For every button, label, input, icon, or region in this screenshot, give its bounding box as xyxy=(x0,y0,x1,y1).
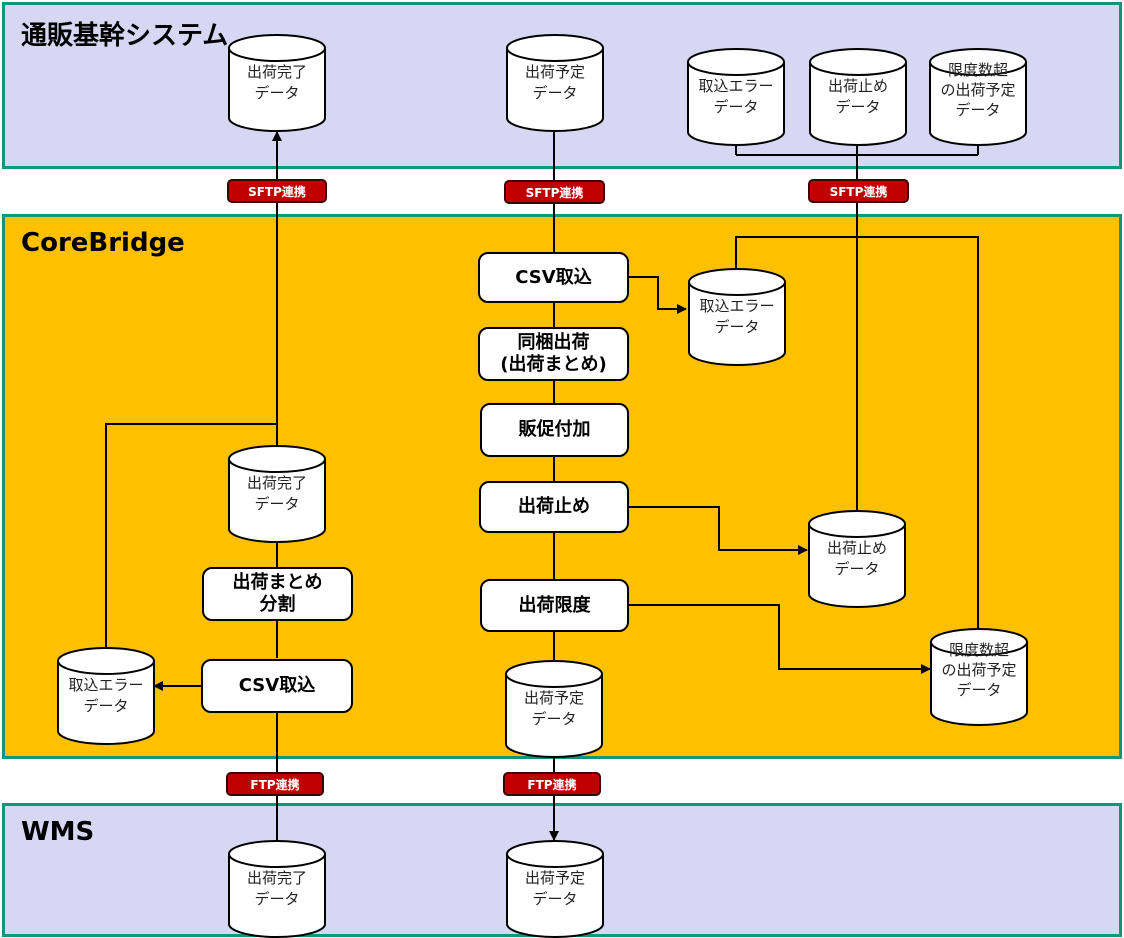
db-wms-planned: 出荷予定 データ xyxy=(506,840,604,938)
line-limit-to-over-limit-db xyxy=(628,604,931,674)
cylinder-shape xyxy=(506,840,604,938)
db-cb-shipped: 出荷完了 データ xyxy=(228,445,326,543)
process-csv-import-left: CSV取込 xyxy=(201,659,353,713)
db-label: 出荷完了 データ xyxy=(246,474,307,513)
db-cb-planned: 出荷予定 データ xyxy=(505,660,603,758)
cylinder-shape xyxy=(228,34,326,132)
process-bundle-shipping: 同梱出荷 (出荷まとめ) xyxy=(478,327,629,381)
db-label: 出荷予定 データ xyxy=(524,63,585,102)
line-left-error-to-top xyxy=(105,423,277,648)
line-stop-to-stop-db xyxy=(628,506,808,555)
db-top-shipped: 出荷完了 データ xyxy=(228,34,326,132)
system-section-title: 通販基幹システム xyxy=(21,21,229,51)
db-label: 出荷予定 データ xyxy=(524,869,585,908)
line-csv-to-right-error xyxy=(628,276,687,314)
badge-sftp-left: SFTP連携 xyxy=(227,179,327,203)
cylinder-shape xyxy=(808,510,906,608)
wms-section-title: WMS xyxy=(21,817,95,847)
process-stop-shipping: 出荷止め xyxy=(479,481,629,533)
badge-ftp-center: FTP連携 xyxy=(503,772,601,796)
badge-ftp-left: FTP連携 xyxy=(226,772,324,796)
db-label: 限度数超 の出荷予定 データ xyxy=(941,641,1017,699)
db-wms-shipped: 出荷完了 データ xyxy=(228,840,326,938)
db-cb-over-limit: 限度数超 の出荷予定 データ xyxy=(930,628,1028,726)
cylinder-shape xyxy=(505,660,603,758)
badge-sftp-center: SFTP連携 xyxy=(504,180,605,204)
db-label: 出荷予定 データ xyxy=(523,689,584,728)
db-top-import-error: 取込エラー データ xyxy=(687,48,785,146)
process-split: 出荷まとめ 分割 xyxy=(202,567,353,621)
cylinder-shape xyxy=(929,48,1027,146)
line-right-error-to-hub xyxy=(735,236,979,632)
db-top-over-limit: 限度数超 の出荷予定 データ xyxy=(929,48,1027,146)
cylinder-shape xyxy=(930,628,1028,726)
cylinder-shape xyxy=(506,34,604,132)
db-cb-import-error-left: 取込エラー データ xyxy=(57,647,155,745)
db-top-stop: 出荷止め データ xyxy=(809,48,907,146)
db-label: 出荷完了 データ xyxy=(246,63,307,102)
cylinder-shape xyxy=(809,48,907,146)
db-label: 取込エラー データ xyxy=(699,297,775,336)
db-cb-import-error-right: 取込エラー データ xyxy=(688,268,786,366)
db-cb-stop: 出荷止め データ xyxy=(808,510,906,608)
db-label: 取込エラー データ xyxy=(68,676,144,715)
db-label: 出荷止め データ xyxy=(827,77,888,116)
process-ship-limit: 出荷限度 xyxy=(480,579,629,632)
cylinder-shape xyxy=(228,445,326,543)
cylinder-shape xyxy=(228,840,326,938)
process-csv-import-right: CSV取込 xyxy=(478,252,629,303)
badge-sftp-right: SFTP連携 xyxy=(808,179,909,203)
db-label: 限度数超 の出荷予定 データ xyxy=(940,61,1016,119)
db-label: 出荷完了 データ xyxy=(246,869,307,908)
db-label: 取込エラー データ xyxy=(698,77,774,116)
db-top-planned: 出荷予定 データ xyxy=(506,34,604,132)
corebridge-section-title: CoreBridge xyxy=(21,228,185,258)
process-promo: 販促付加 xyxy=(480,403,629,457)
db-label: 出荷止め データ xyxy=(826,539,887,578)
cylinder-shape xyxy=(687,48,785,146)
cylinder-shape xyxy=(688,268,786,366)
cylinder-shape xyxy=(57,647,155,745)
